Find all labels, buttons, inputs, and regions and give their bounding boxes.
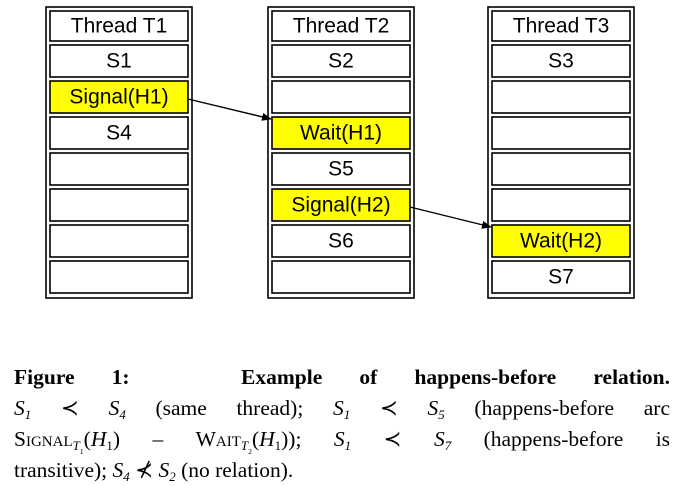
statement-label: S4: [106, 122, 132, 145]
thread-title: Thread T1: [71, 15, 168, 38]
statement-label: S5: [328, 158, 354, 181]
statement-cell: [49, 116, 189, 150]
happens-before-arrow-1: [187, 98, 272, 121]
empty-cell: [271, 260, 411, 294]
empty-cell: [491, 188, 631, 222]
empty-cell: [49, 152, 189, 186]
statement-label: Wait(H2): [520, 230, 602, 253]
caption-line-3: SignalT1(H1) – WaitT2(H1)); S1 ≺ S7 (hap…: [14, 427, 671, 456]
statement-label: S1: [106, 50, 132, 73]
statement-label: Wait(H1): [300, 122, 382, 145]
statement-cell: [271, 116, 411, 150]
statement-cell: [49, 80, 189, 114]
statement-label: Signal(H2): [291, 194, 390, 217]
empty-cell: [49, 224, 189, 258]
statement-label: Signal(H1): [69, 86, 168, 109]
empty-cell: [49, 188, 189, 222]
thread-title: Thread T3: [513, 15, 610, 38]
figure-caption: Figure 1: Example of happens-before rela…: [14, 362, 670, 486]
figure-title: Example of happens-before relation.: [241, 365, 671, 389]
caption-line-2: S1 ≺ S4 (same thread); S1 ≺ S5 (happens-…: [14, 396, 670, 422]
empty-cell: [491, 152, 631, 186]
statement-label: S7: [548, 266, 574, 289]
statement-cell: [491, 44, 631, 78]
thread-title-box: [491, 10, 631, 42]
thread-title-box: [271, 10, 411, 42]
empty-cell: [49, 260, 189, 294]
caption-line-4: transitive); S4 ⊀ S2 (no relation).: [14, 458, 294, 484]
statement-cell: [271, 152, 411, 186]
statement-cell: [271, 44, 411, 78]
statement-cell: [49, 44, 189, 78]
empty-cell: [491, 80, 631, 114]
statement-label: S2: [328, 50, 354, 73]
statement-cell: [491, 224, 631, 258]
statement-cell: [491, 260, 631, 294]
statement-label: S3: [548, 50, 574, 73]
thread-title: Thread T2: [293, 15, 390, 38]
statement-cell: [271, 188, 411, 222]
thread-title-box: [49, 10, 189, 42]
figure-label: Figure 1:: [14, 365, 130, 389]
happens-before-arrow-2: [409, 206, 492, 229]
statement-label: S6: [328, 230, 354, 253]
empty-cell: [271, 80, 411, 114]
empty-cell: [491, 116, 631, 150]
statement-cell: [271, 224, 411, 258]
